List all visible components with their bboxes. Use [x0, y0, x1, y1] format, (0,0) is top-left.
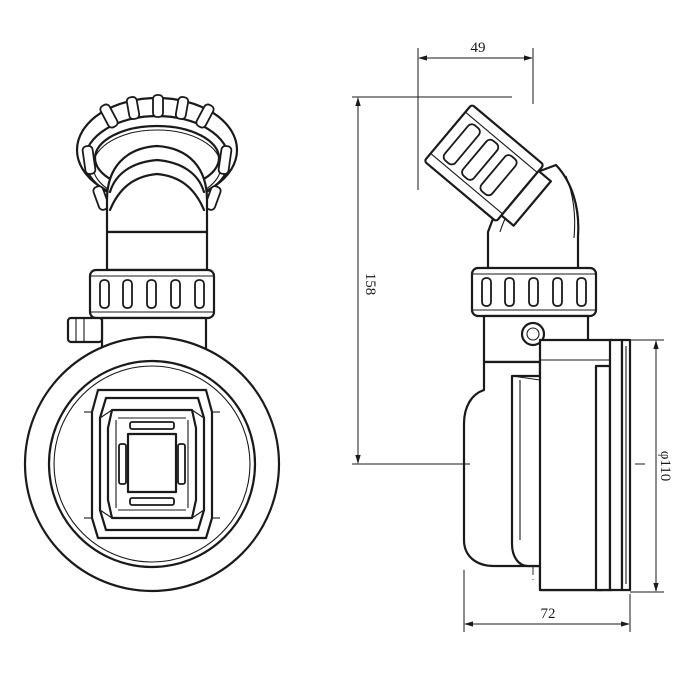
side-view	[424, 104, 645, 592]
dim-110-label: φ110	[657, 451, 673, 482]
front-strainer-grate	[84, 388, 220, 540]
dim-49-label: 49	[471, 40, 486, 56]
side-trap-body	[462, 338, 614, 592]
side-flange	[594, 338, 632, 592]
side-top-union-nut	[424, 104, 553, 227]
dim-72-label: 72	[541, 606, 556, 622]
dimension-lines: 49 158 72 φ110	[352, 40, 673, 632]
front-view	[23, 94, 281, 593]
front-middle-union-nut	[88, 268, 216, 320]
front-elbow-pipe	[105, 144, 209, 272]
side-middle-union-nut	[470, 266, 598, 318]
dim-158-label: 158	[362, 273, 378, 296]
